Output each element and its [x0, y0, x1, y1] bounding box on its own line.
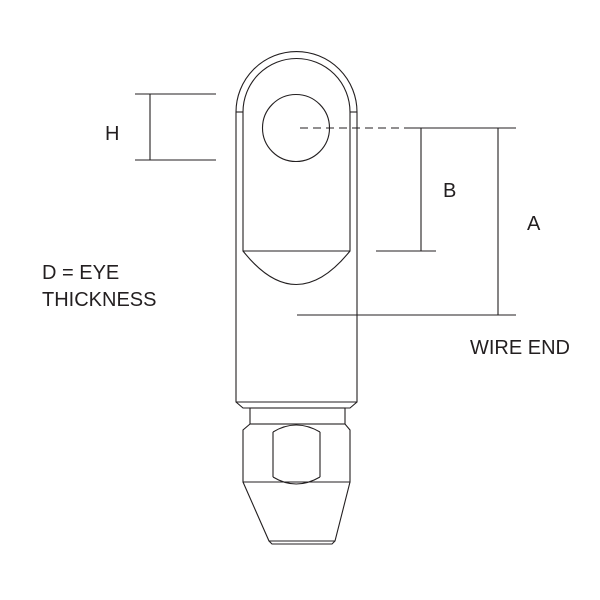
- outer-body-outline: [235, 50, 358, 409]
- terminal-body: [235, 50, 358, 545]
- dimensions: [135, 93, 516, 316]
- eye-inner-outline: [242, 57, 351, 252]
- d-label-line2: THICKNESS: [42, 289, 156, 311]
- eye-lower-arc: [242, 250, 351, 285]
- h-label: H: [105, 123, 119, 145]
- neck: [249, 407, 346, 425]
- swage-nut: [242, 423, 351, 483]
- nut-bottom-curve: [272, 476, 321, 485]
- nut-top-curve: [272, 424, 321, 433]
- d-label-line1: D = EYE: [42, 262, 119, 284]
- b-label: B: [443, 180, 456, 202]
- cone-tip: [242, 481, 351, 545]
- wire-end-label: WIRE END: [470, 337, 570, 359]
- a-label: A: [527, 213, 541, 235]
